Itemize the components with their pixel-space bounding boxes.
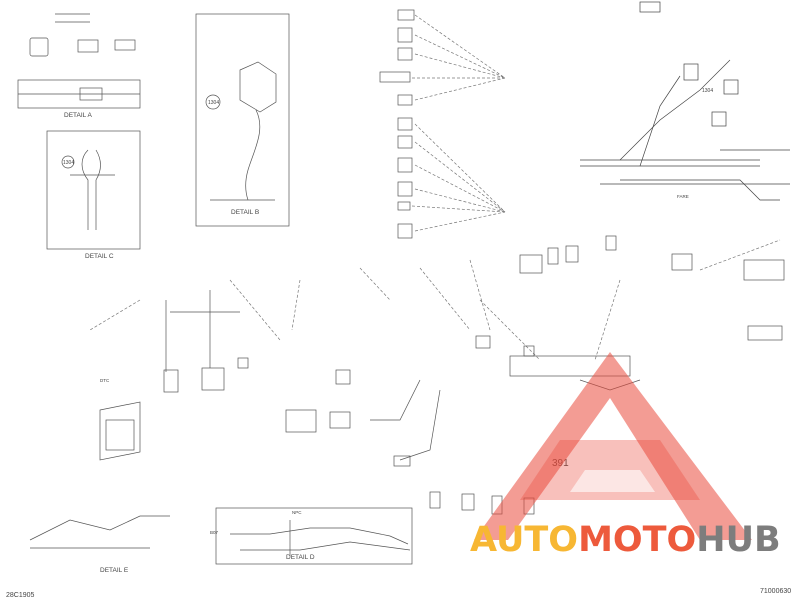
watermark-auto: AUTO [470,520,579,560]
detail-b-frame [195,13,290,227]
detail-d-frame [215,507,413,565]
automotohub-watermark: AUTOMOTOHUB [470,520,781,560]
main-harness [580,1,790,201]
callout-fare: FARE [677,194,689,199]
footer-right-code: 71000630 [760,588,792,595]
detail-d-label: DETAIL D [286,554,315,561]
detail-e-label: DETAIL E [100,567,129,574]
callout-1304-b: 1304 [208,100,219,106]
watermark-hub: HUB [696,520,781,560]
callout-npc: NPC [292,510,302,515]
detail-b-label: DETAIL B [231,209,259,216]
automotohub-logo-mark [474,352,752,540]
watermark-moto: MOTO [578,520,697,560]
detail-a-label: DETAIL A [64,112,92,119]
top-connector-stack [379,9,415,239]
detail-c-label: DETAIL C [85,253,114,260]
footer-left-code: 28C1905 [6,592,35,599]
callout-dtc: DTC [100,378,110,383]
callout-1304-right: 1304 [702,88,713,94]
detail-c-frame [46,130,141,250]
callout-1304-c: 1304 [63,160,74,166]
callout-b07: B07 [210,530,219,535]
